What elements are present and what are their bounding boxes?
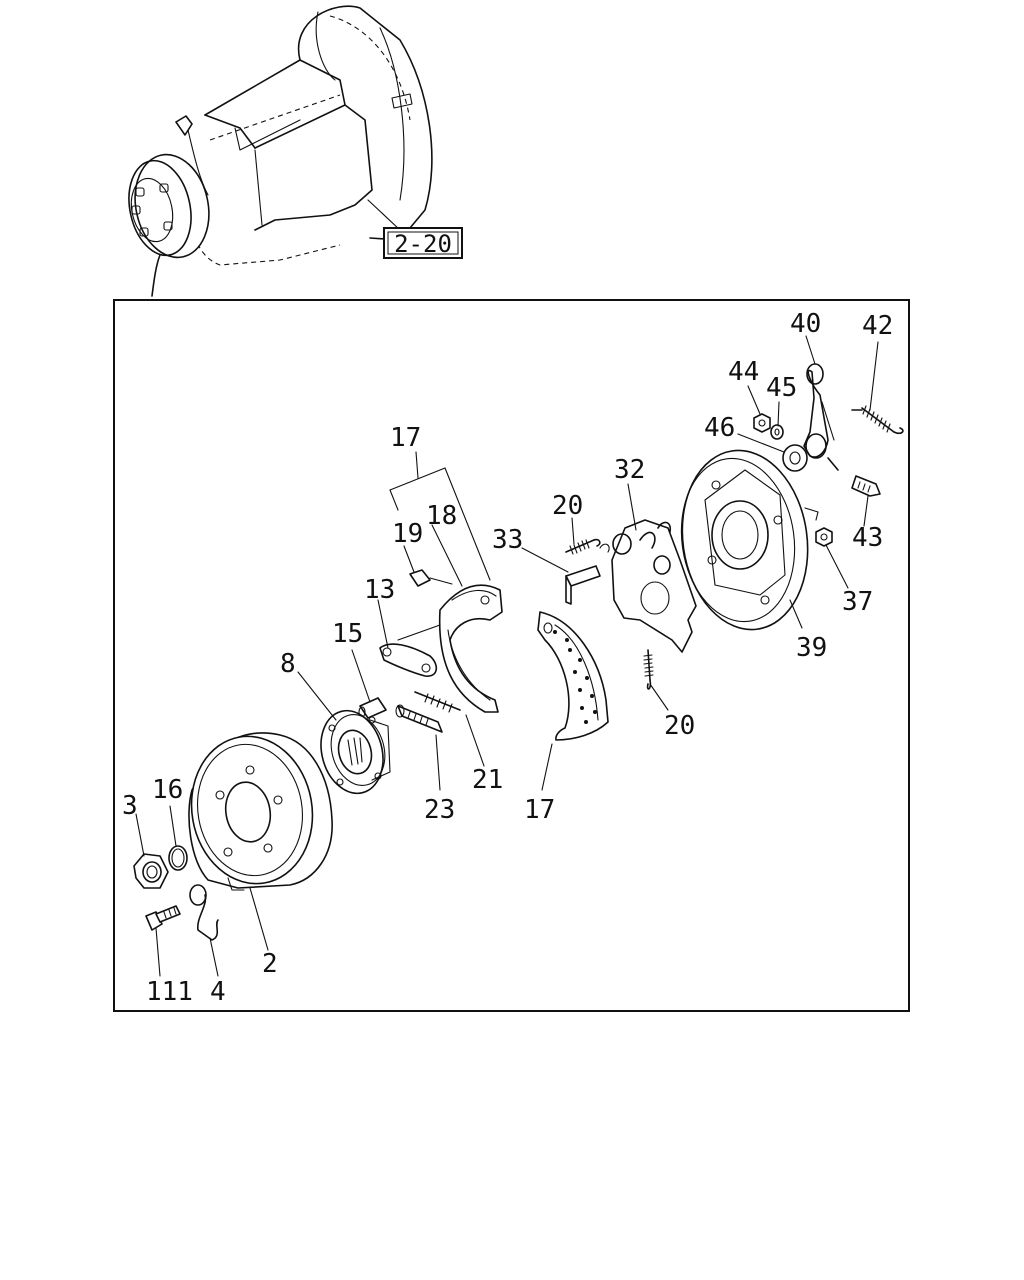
part-label: 32 [614, 455, 645, 485]
part-label: 42 [862, 311, 893, 341]
reference-box: 2-20 [383, 227, 463, 259]
part-label: 44 [728, 357, 759, 387]
part-label: 2 [262, 949, 278, 979]
part-label: 8 [280, 649, 296, 679]
o-ring-icon [168, 845, 188, 871]
part-label: 18 [426, 501, 457, 531]
part-label: 13 [364, 575, 395, 605]
part-label: 37 [842, 587, 873, 617]
part-label: 23 [424, 795, 455, 825]
plug-icon [409, 569, 453, 587]
part-label: 19 [392, 519, 423, 549]
part-label: 20 [664, 711, 695, 741]
bolt-icon [145, 905, 181, 931]
nut-icon [815, 527, 833, 547]
part-label: 46 [704, 413, 735, 443]
part-labels: 40 42 44 45 46 17 32 20 18 33 19 43 37 3… [122, 309, 893, 1007]
reference-label: 2-20 [394, 230, 452, 258]
transmission-assembly-icon [128, 5, 433, 297]
washer-icon [770, 424, 784, 440]
part-label: 3 [122, 791, 138, 821]
plate-icon [599, 519, 697, 653]
spring-icon [565, 538, 601, 555]
spring-icon [414, 691, 461, 713]
part-label: 4 [210, 977, 226, 1007]
hub-icon [320, 709, 391, 795]
part-label: 21 [472, 765, 503, 795]
bolt-icon [851, 475, 881, 497]
nut-icon [133, 853, 169, 889]
lever-arm-icon [803, 363, 839, 471]
part-label: 43 [852, 523, 883, 553]
nut-icon [753, 413, 771, 433]
part-label: 20 [552, 491, 583, 521]
backing-plate-icon [680, 449, 819, 631]
adjuster-screw-icon [395, 704, 443, 733]
spring-icon [851, 405, 904, 435]
clip-icon [189, 884, 219, 941]
pin-icon [565, 565, 601, 605]
part-label: 45 [766, 373, 797, 403]
brake-drum-icon [188, 732, 333, 891]
part-label: 16 [152, 775, 183, 805]
part-label: 33 [492, 525, 523, 555]
spring-icon [643, 649, 654, 690]
shoe-icon [438, 584, 503, 713]
part-label: 17 [524, 795, 555, 825]
part-label: 39 [796, 633, 827, 663]
part-label: 17 [390, 423, 421, 453]
part-label: 111 [146, 977, 193, 1007]
link-icon [379, 624, 441, 677]
washer-icon [782, 444, 808, 472]
brake-shoe-icon [537, 611, 609, 741]
part-label: 40 [790, 309, 821, 339]
adjuster-icon [358, 697, 387, 719]
detail-frame [113, 299, 910, 1012]
part-label: 15 [332, 619, 363, 649]
leader-lines [135, 335, 879, 977]
